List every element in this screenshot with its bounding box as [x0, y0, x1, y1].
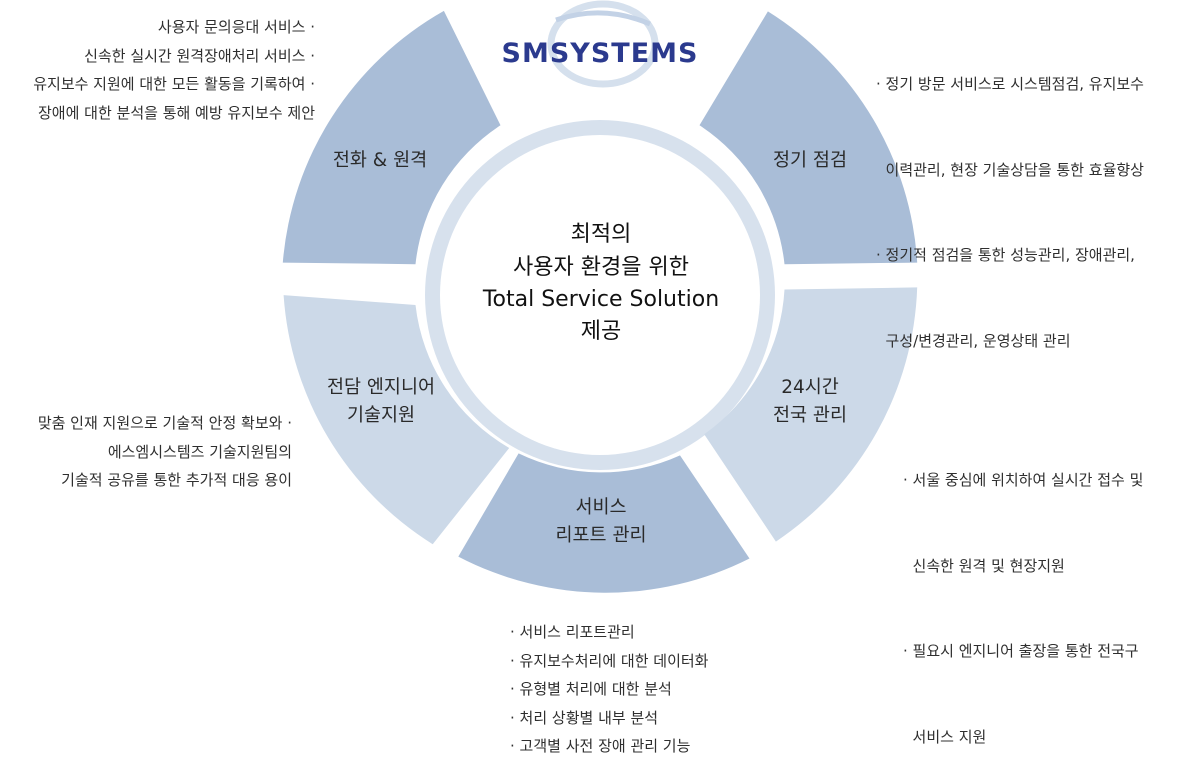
segment-label-report-line1: 서비스: [575, 497, 626, 518]
note-item: · 처리 상황별 내부 분석: [510, 708, 659, 727]
note-item: 신속한 실시간 원격장애처리 서비스 ·: [84, 46, 315, 65]
note-item: · 필요시 엔지니어 출장을 통한 전국구: [903, 642, 1139, 660]
notes-regular-inspection: · 정기 방문 서비스로 시스템점검, 유지보수 이력관리, 현장 기술상담을 …: [876, 13, 1144, 384]
notes-24h-nationwide: · 서울 중심에 위치하여 실시간 접수 및 신속한 원격 및 현장지원 · 필…: [903, 409, 1143, 780]
logo-arc-icon: [555, 10, 651, 27]
center-line-3: Total Service Solution: [482, 287, 719, 312]
notes-phone-remote: 사용자 문의응대 서비스 · 신속한 실시간 원격장애처리 서비스 · 유지보수…: [33, 13, 315, 127]
note-item: 에스엠시스템즈 기술지원팀의: [107, 442, 292, 461]
center-line-1: 최적의: [571, 222, 632, 247]
note-item: 맞춤 인재 지원으로 기술적 안정 확보와 ·: [37, 414, 292, 432]
note-item: · 서울 중심에 위치하여 실시간 접수 및: [903, 471, 1144, 489]
service-cycle-diagram: SMSYSTEMS 전화 & 원격 정기 점검 24시간 전국 관리 서비스 리…: [282, 0, 918, 593]
segment-label-inspection: 정기 점검: [773, 150, 847, 171]
center-circle: [440, 135, 760, 455]
note-item: 유지보수 지원에 대한 모든 활동을 기록하여 ·: [33, 75, 315, 93]
segment-label-nationwide-line2: 전국 관리: [773, 405, 847, 426]
note-item: 이력관리, 현장 기술상담을 통한 효율향상: [876, 160, 1144, 179]
note-item: 기술적 공유를 통한 추가적 대응 용이: [61, 471, 292, 489]
center-line-2: 사용자 환경을 위한: [513, 255, 689, 280]
note-item: · 정기적 점검을 통한 성능관리, 장애관리,: [876, 246, 1135, 264]
segment-regular-inspection[interactable]: [699, 11, 918, 265]
segment-label-report-line2: 리포트 관리: [556, 525, 647, 546]
note-item: 구성/변경관리, 운영상태 관리: [876, 331, 1071, 350]
note-item: · 정기 방문 서비스로 시스템점검, 유지보수: [876, 75, 1144, 93]
note-item: 사용자 문의응대 서비스 ·: [157, 18, 315, 36]
segment-label-engineer-line2: 기술지원: [347, 405, 415, 426]
logo-swoosh-icon: [547, 0, 659, 88]
note-item: · 유형별 처리에 대한 분석: [510, 680, 672, 698]
note-item: 신속한 원격 및 현장지원: [903, 556, 1065, 575]
segment-label-engineer-line1: 전담 엔지니어: [327, 377, 435, 398]
note-item: 장애에 대한 분석을 통해 예방 유지보수 제안: [37, 103, 315, 122]
segment-dedicated-engineer[interactable]: [283, 295, 510, 545]
note-item: · 고객별 사전 장애 관리 기능: [510, 737, 691, 755]
segment-24h-nationwide[interactable]: [704, 287, 918, 542]
note-item: · 서비스 리포트관리: [510, 623, 635, 641]
segment-label-nationwide-line1: 24시간: [781, 377, 839, 398]
segment-label-phone: 전화 & 원격: [333, 150, 427, 171]
notes-dedicated-engineer: 맞춤 인재 지원으로 기술적 안정 확보와 · 에스엠시스템즈 기술지원팀의 기…: [38, 409, 292, 495]
segment-phone-remote[interactable]: [282, 10, 501, 265]
note-item: · 유지보수처리에 대한 데이터화: [510, 651, 709, 670]
center-line-4: 제공: [581, 319, 621, 344]
company-logo: SMSYSTEMS: [502, 0, 699, 88]
logo-text: SMSYSTEMS: [502, 38, 699, 69]
note-item: 서비스 지원: [903, 727, 987, 746]
notes-service-report: · 서비스 리포트관리 · 유지보수처리에 대한 데이터화 · 유형별 처리에 …: [510, 618, 708, 761]
segment-service-report[interactable]: [458, 453, 750, 593]
